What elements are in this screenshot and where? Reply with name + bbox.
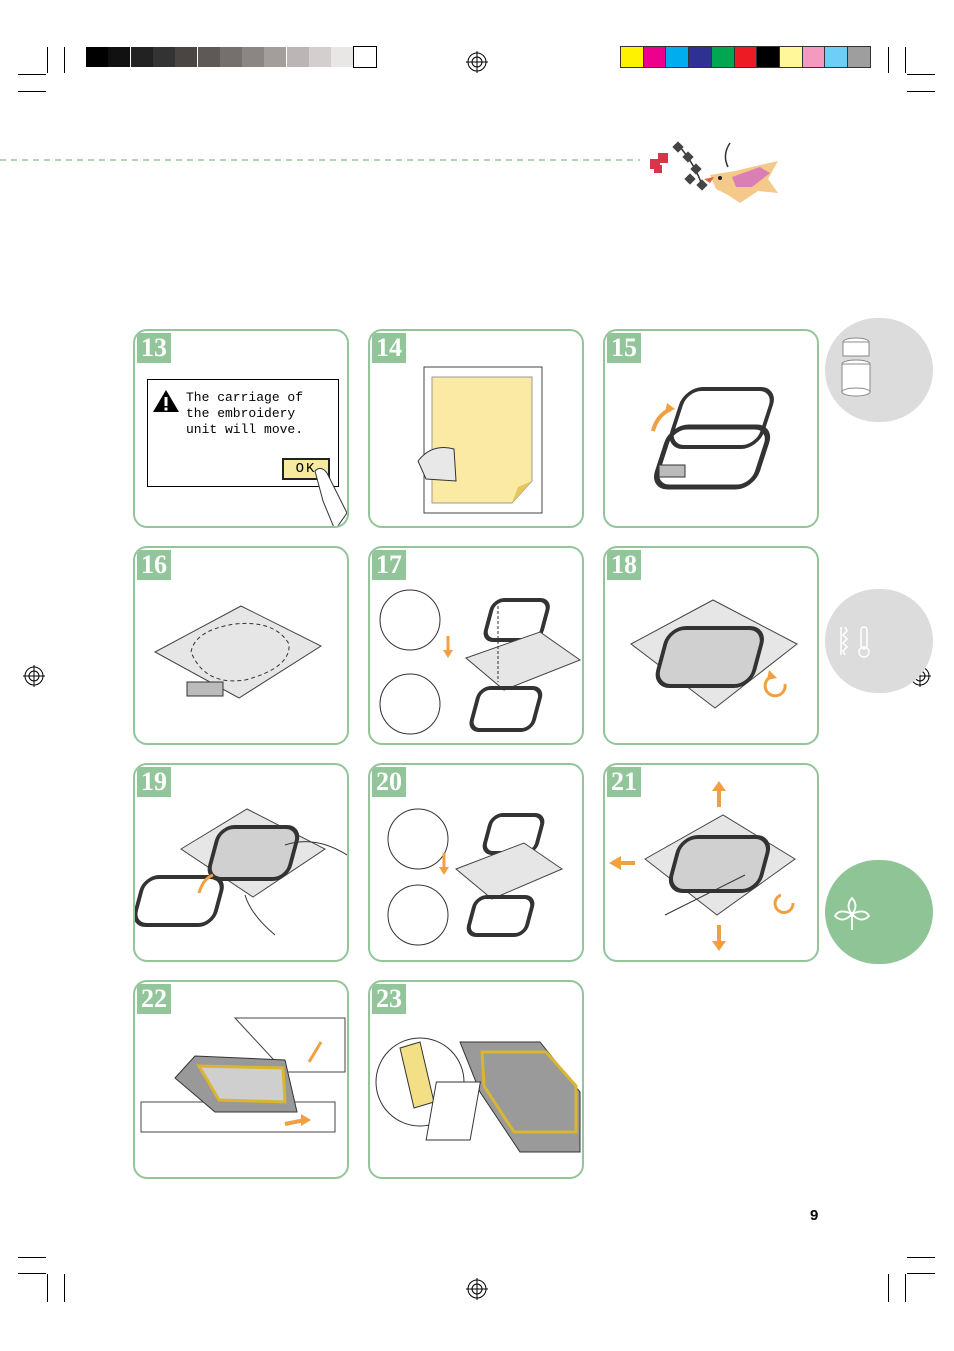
gray-swatch bbox=[331, 47, 354, 67]
press-inner-frame-icon bbox=[135, 808, 347, 936]
registration-target-icon bbox=[466, 51, 488, 73]
step-number: 20 bbox=[372, 767, 406, 797]
hoop-lever-closeup-icon bbox=[375, 1037, 581, 1153]
step-21-panel: 21 bbox=[603, 763, 819, 962]
gray-swatch bbox=[309, 47, 331, 67]
pull-fabric-taut-icon bbox=[609, 781, 796, 951]
step-14-panel: 14 bbox=[368, 329, 584, 528]
stitch-thermometer-icon bbox=[840, 626, 870, 658]
step-17-panel: 17 bbox=[368, 546, 584, 745]
cross-stitch-bird-icon bbox=[650, 141, 778, 203]
step-16-panel: 16 bbox=[133, 546, 349, 745]
step-number: 16 bbox=[137, 550, 171, 580]
warning-icon bbox=[153, 390, 179, 412]
color-swatch bbox=[688, 46, 713, 68]
fabric-hooped-icon bbox=[630, 599, 798, 709]
stabilizer-iron-icon bbox=[417, 366, 543, 514]
step-number: 14 bbox=[372, 333, 406, 363]
color-swatch bbox=[824, 46, 849, 68]
step-number: 13 bbox=[137, 333, 171, 363]
step-number: 21 bbox=[607, 767, 641, 797]
color-swatch bbox=[665, 46, 690, 68]
gray-swatch bbox=[352, 46, 377, 68]
gray-swatch bbox=[86, 47, 108, 67]
page-number: 9 bbox=[810, 1207, 819, 1224]
step-number: 22 bbox=[137, 984, 171, 1014]
side-tab-threads[interactable] bbox=[825, 318, 933, 422]
registration-target-icon bbox=[466, 1278, 488, 1300]
color-swatch bbox=[710, 46, 735, 68]
hoop-layers-icon bbox=[379, 589, 582, 735]
step-15-panel: 15 bbox=[603, 329, 819, 528]
gray-swatch bbox=[219, 47, 242, 67]
color-swatch bbox=[847, 46, 871, 68]
gray-swatch bbox=[175, 47, 198, 67]
step-13-panel: 13 The carriage of the embroidery unit w… bbox=[133, 329, 349, 528]
thread-spools-icon bbox=[841, 337, 871, 397]
gray-swatch bbox=[197, 47, 220, 67]
color-swatch bbox=[642, 46, 667, 68]
step-number: 17 bbox=[372, 550, 406, 580]
step-number: 19 bbox=[137, 767, 171, 797]
lcd-message-text: The carriage of the embroidery unit will… bbox=[186, 390, 304, 437]
side-tab-stitches[interactable] bbox=[825, 589, 933, 693]
step-22-panel: 22 bbox=[133, 980, 349, 1179]
color-swatch bbox=[620, 46, 644, 68]
step-number: 23 bbox=[372, 984, 406, 1014]
step-23-panel: 23 bbox=[368, 980, 584, 1179]
gray-swatch bbox=[286, 47, 309, 67]
attach-hoop-machine-icon bbox=[140, 1017, 346, 1133]
side-tab-embroidery[interactable] bbox=[825, 860, 933, 964]
gray-swatch bbox=[264, 47, 287, 67]
step-19-panel: 19 bbox=[133, 763, 349, 962]
color-swatch bbox=[801, 46, 826, 68]
fabric-outline-icon bbox=[153, 605, 323, 699]
color-swatch bbox=[733, 46, 758, 68]
lcd-message-icon: The carriage of the embroidery unit will… bbox=[147, 379, 339, 487]
hoop-separate-icon bbox=[651, 387, 774, 490]
step-18-panel: 18 bbox=[603, 546, 819, 745]
finger-icon bbox=[314, 467, 347, 526]
gray-swatch bbox=[242, 47, 265, 67]
gray-swatch bbox=[130, 47, 153, 67]
gray-swatch bbox=[152, 47, 175, 67]
step-20-panel: 20 bbox=[368, 763, 584, 962]
gray-swatch bbox=[108, 47, 131, 67]
embroidery-flower-icon bbox=[833, 896, 871, 930]
step-number: 18 bbox=[607, 550, 641, 580]
hoop-layers-icon bbox=[387, 808, 564, 946]
color-swatch bbox=[778, 46, 803, 68]
registration-target-icon bbox=[23, 665, 45, 687]
step-number: 15 bbox=[607, 333, 641, 363]
color-swatch bbox=[756, 46, 781, 68]
